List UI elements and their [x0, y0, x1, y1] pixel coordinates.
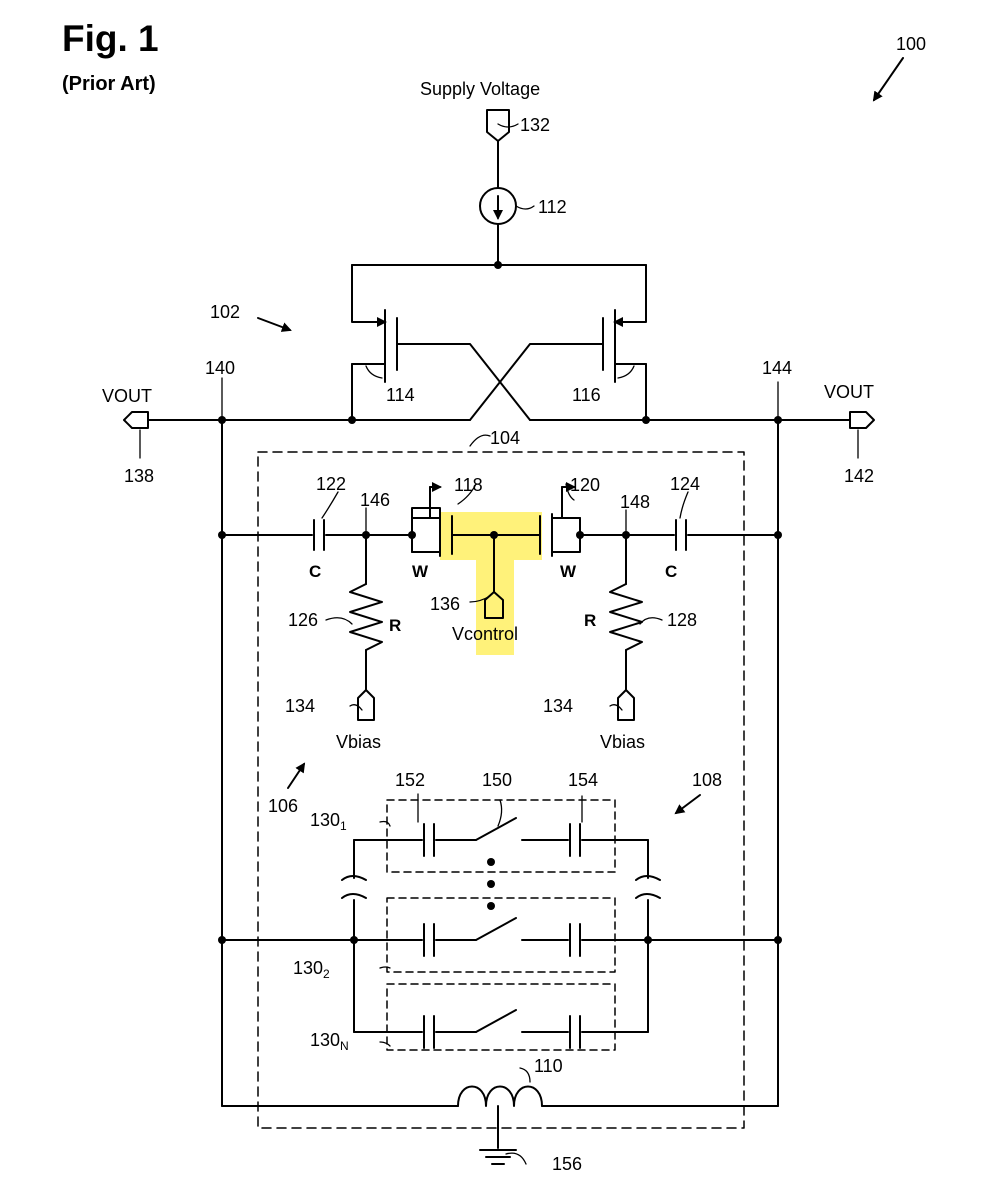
- ref-124: 124: [670, 474, 700, 494]
- ref-132: 132: [520, 115, 550, 135]
- width-120-symbol: W: [560, 562, 577, 581]
- ref-134-right: 134: [543, 696, 573, 716]
- supply-voltage-label: Supply Voltage: [420, 79, 540, 99]
- ref-122: 122: [316, 474, 346, 494]
- ref-118: 118: [454, 475, 483, 495]
- width-118-symbol: W: [412, 562, 429, 581]
- ref-146: 146: [360, 490, 390, 510]
- ref-106: 106: [268, 796, 298, 816]
- vout-left-pin: [123, 411, 149, 429]
- cap-bank-cell-2-outline: [386, 897, 616, 973]
- varactor-transistor-120: [539, 482, 581, 557]
- ref-100: 100: [896, 34, 926, 54]
- ref-128: 128: [667, 610, 697, 630]
- res-128-symbol: R: [584, 611, 596, 630]
- arrow-108: [674, 794, 701, 815]
- ref-120: 120: [570, 475, 600, 495]
- break-mark-left: [341, 875, 367, 899]
- ref-148: 148: [620, 492, 650, 512]
- ref-152: 152: [395, 770, 425, 790]
- cross-coupling-wires: [396, 343, 604, 421]
- inductor-110: [457, 1085, 543, 1107]
- vcontrol-highlight: [440, 512, 542, 655]
- vcontrol-pin: [484, 591, 504, 619]
- ref-126: 126: [288, 610, 318, 630]
- res-126-symbol: R: [389, 616, 401, 635]
- cap-bank-cell-1-outline: [386, 799, 616, 873]
- resistor-126: [349, 583, 383, 651]
- ref-150: 150: [482, 770, 512, 790]
- supply-voltage-pin: [486, 109, 510, 142]
- capacitor-124: [675, 519, 687, 551]
- current-source-112: [479, 187, 517, 225]
- vout-right-pin: [849, 411, 875, 429]
- ref-102: 102: [210, 302, 240, 322]
- ellipsis-dots: [487, 858, 495, 910]
- cap-bank-cell-n-outline: [386, 983, 616, 1051]
- ref-134-left: 134: [285, 696, 315, 716]
- figure-title: Fig. 1: [62, 18, 159, 59]
- ref-142: 142: [844, 466, 874, 486]
- ref-112: 112: [538, 197, 567, 217]
- vbias-right-label: Vbias: [600, 732, 645, 752]
- cap-124-symbol: C: [665, 562, 677, 581]
- figure-subtitle: (Prior Art): [62, 73, 156, 95]
- capacitor-122: [313, 519, 325, 551]
- vout-right-label: VOUT: [824, 382, 874, 402]
- ref-104: 104: [490, 428, 520, 448]
- ref-140: 140: [205, 358, 235, 378]
- ref-138: 138: [124, 466, 154, 486]
- ref-130-n: 130N: [310, 1030, 349, 1053]
- resistor-128: [609, 583, 643, 651]
- switched-cap-row-n: [353, 1009, 649, 1049]
- ground-symbol-156: [479, 1149, 517, 1165]
- arrow-102: [257, 317, 292, 332]
- ref-154: 154: [568, 770, 598, 790]
- switched-cap-row-1: [353, 817, 649, 857]
- cap-122-symbol: C: [309, 562, 321, 581]
- tank-block-104-outline: [257, 451, 745, 1129]
- ref-110: 110: [534, 1056, 563, 1076]
- ref-130-2: 1302: [293, 958, 330, 981]
- vbias-left-label: Vbias: [336, 732, 381, 752]
- ref-144: 144: [762, 358, 792, 378]
- vbias-right-pin: [617, 689, 635, 721]
- ref-116: 116: [572, 385, 601, 405]
- ref-114: 114: [386, 385, 415, 405]
- break-mark-right: [635, 875, 661, 899]
- pmos-transistor-114: [351, 264, 398, 421]
- arrow-106: [287, 762, 306, 789]
- ref-130-1: 1301: [310, 810, 347, 833]
- vout-left-label: VOUT: [102, 386, 152, 406]
- ref-136: 136: [430, 594, 460, 614]
- vbias-left-pin: [357, 689, 375, 721]
- pmos-transistor-116: [602, 264, 647, 421]
- ref-108: 108: [692, 770, 722, 790]
- ref-156: 156: [552, 1154, 582, 1174]
- switched-cap-row-2: [353, 917, 649, 957]
- vcontrol-label: Vcontrol: [452, 624, 518, 644]
- leader-lines: [139, 123, 859, 1165]
- arrow-100: [872, 57, 904, 102]
